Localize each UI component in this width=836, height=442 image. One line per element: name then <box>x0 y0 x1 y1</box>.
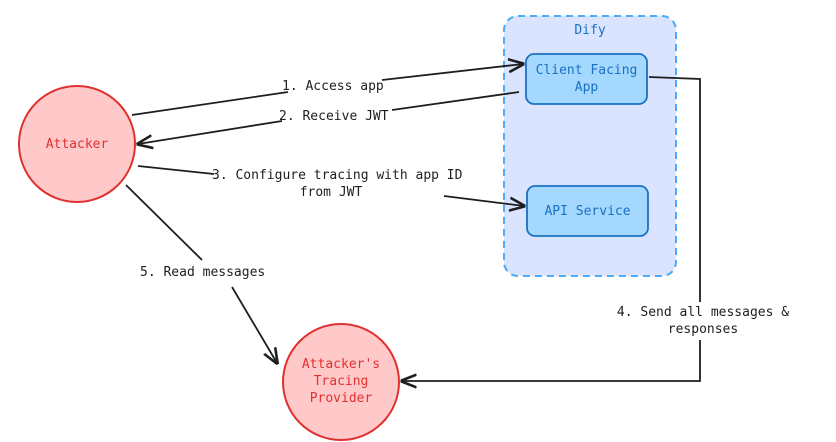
edge-send-messages <box>402 76 701 381</box>
tracing-provider-line2: Tracing <box>313 374 369 389</box>
edge-access-app <box>131 64 523 116</box>
dify-group-label: Dify <box>574 23 606 38</box>
client-facing-app-line1: Client Facing <box>535 63 638 78</box>
tracing-provider-line1: Attacker's <box>301 357 381 372</box>
client-facing-app-label: Client Facing App <box>526 62 647 96</box>
send-messages-line2: responses <box>667 322 739 337</box>
client-facing-app-line2: App <box>574 80 599 95</box>
edge-label-access-app: 1. Access app <box>282 79 384 94</box>
tracing-provider-label: Attacker's Tracing Provider <box>281 356 401 407</box>
configure-tracing-line1: 3. Configure tracing with app ID <box>212 168 463 183</box>
attacker-label: Attacker <box>45 137 109 152</box>
api-service-label: API Service <box>544 204 631 219</box>
edge-read-messages <box>125 184 277 363</box>
edge-label-configure-tracing: 3. Configure tracing with app ID from JW… <box>212 167 463 201</box>
edge-configure-tracing <box>137 165 524 206</box>
edge-label-send-messages: 4. Send all messages & responses <box>614 304 792 338</box>
edge-receive-jwt <box>138 91 520 144</box>
tracing-provider-line3: Provider <box>309 391 373 406</box>
edge-label-receive-jwt: 2. Receive JWT <box>279 109 389 124</box>
send-messages-line1: 4. Send all messages & <box>616 305 790 320</box>
configure-tracing-line2: from JWT <box>299 185 363 200</box>
edge-label-read-messages: 5. Read messages <box>140 265 266 280</box>
